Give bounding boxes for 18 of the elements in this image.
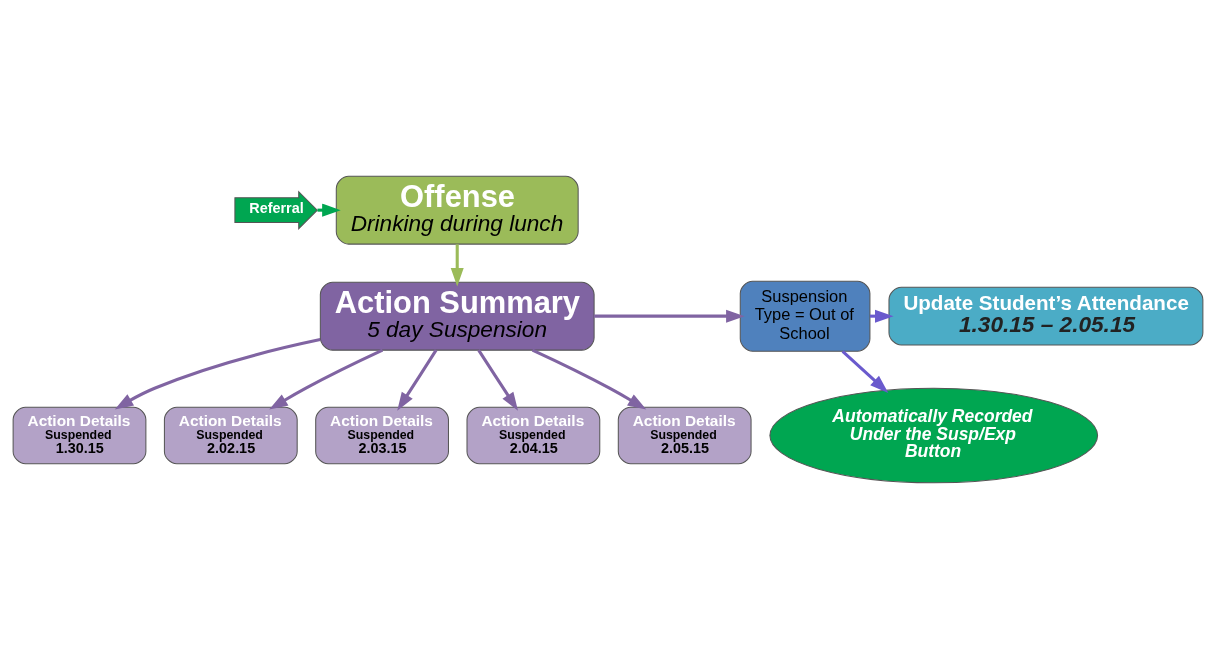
node-box: Suspension Type = Out of School (739, 280, 870, 352)
node-box: Action Summary 5 day Suspension (319, 281, 595, 351)
node-box: Action Details Suspended 2.02.15 (163, 406, 298, 464)
node-ellipse: Automatically Recorded Under the Susp/Exp Button (768, 387, 1098, 483)
node-box: Action Details Suspended 2.03.15 (314, 406, 449, 464)
arrow (476, 348, 518, 411)
node-box: Action Details Suspended 2.05.15 (617, 406, 752, 464)
arrow (531, 348, 646, 410)
arrow (593, 309, 745, 323)
arrow (841, 349, 888, 393)
node-box: Update Student’s Attendance 1.30.15 – 2.05.15 (887, 286, 1203, 345)
arrow (114, 337, 321, 409)
node-box: Offense Drinking during lunch (335, 175, 579, 245)
arrow (396, 348, 437, 411)
node-box: Action Details Suspended 2.04.15 (466, 406, 600, 464)
arrow (268, 348, 383, 410)
node-box: Action Details Suspended 1.30.15 (12, 406, 146, 464)
arrow (450, 243, 464, 287)
